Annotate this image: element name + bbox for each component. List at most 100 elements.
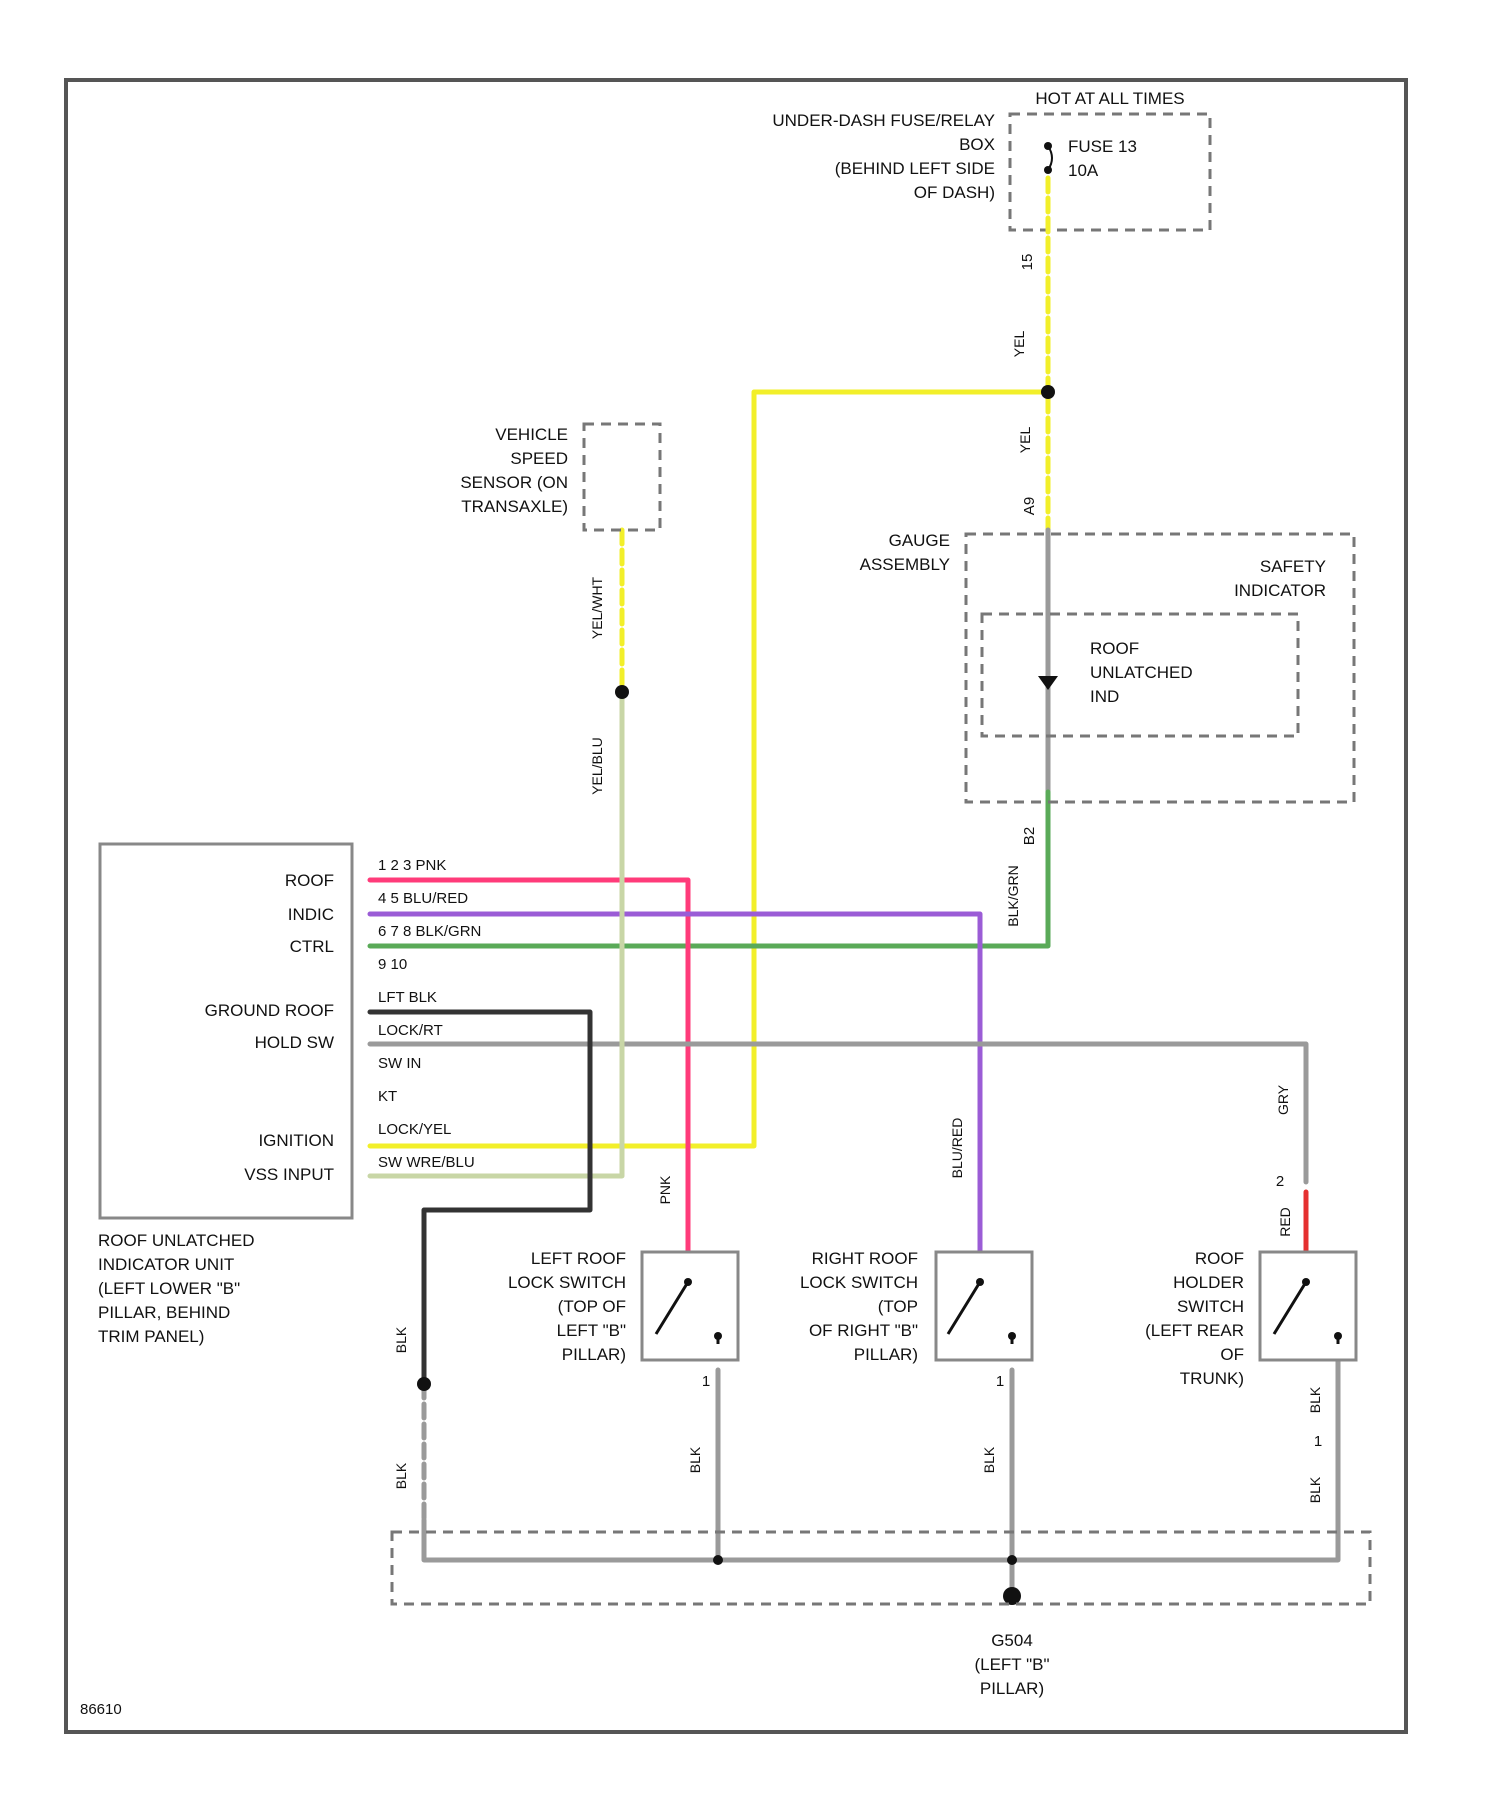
roof-holder-switch: ROOF HOLDER SWITCH (LEFT REAR OF TRUNK) … — [1145, 1084, 1356, 1450]
unit-pin-label: SW IN — [378, 1055, 421, 1072]
vss-outline — [584, 424, 660, 530]
gauge-name-line1: GAUGE — [889, 531, 950, 550]
vss-name-line4: TRANSAXLE) — [461, 497, 568, 516]
unit-left-label: INDIC — [288, 905, 334, 924]
fuse-box-name-line1: UNDER-DASH FUSE/RELAY — [772, 111, 995, 130]
left-switch-name-line4: LEFT "B" — [557, 1321, 626, 1340]
unit-pin-label: 9 10 — [378, 956, 407, 973]
splice-ground-left — [713, 1555, 723, 1565]
indicator-lamp-symbol — [1038, 676, 1058, 690]
gauge-wire-out-label: BLK/GRN — [1005, 865, 1021, 926]
vss-name-line3: SENSOR (ON — [460, 473, 568, 492]
unit-pin-label: 6 7 8 BLK/GRN — [378, 923, 481, 940]
holder-switch-outline — [1260, 1252, 1356, 1360]
holder-switch-terminal-a — [1302, 1278, 1310, 1286]
roof-ind-line2: UNLATCHED — [1090, 663, 1193, 682]
holder-switch-pin-in: 2 — [1276, 1173, 1284, 1190]
unit-left-label: ROOF — [285, 871, 334, 890]
right-switch-wire-out-label: BLK — [981, 1446, 997, 1473]
unit-caption-line1: ROOF UNLATCHED — [98, 1231, 254, 1250]
fuse-box-name-line3: (BEHIND LEFT SIDE — [835, 159, 995, 178]
left-switch-terminal-a — [684, 1278, 692, 1286]
fuse-box-name-line2: BOX — [959, 135, 995, 154]
fuse-box-name-line4: OF DASH) — [914, 183, 995, 202]
right-switch-name-line5: PILLAR) — [854, 1345, 918, 1364]
ground-name-line1: G504 — [991, 1631, 1033, 1650]
fuse-box-wire-label: YEL — [1011, 331, 1027, 358]
vss-name-line2: SPEED — [510, 449, 568, 468]
hot-at-all-times-label: HOT AT ALL TIMES — [1035, 89, 1184, 108]
unit-left-label: GROUND ROOF — [205, 1001, 334, 1020]
splice-yellow — [1041, 385, 1055, 399]
left-switch-name-line1: LEFT ROOF — [531, 1249, 626, 1268]
unit-left-label: CTRL — [290, 937, 334, 956]
unit-pin-label: LFT BLK — [378, 989, 437, 1006]
holder-switch-upper-wire-label: GRY — [1275, 1084, 1291, 1115]
unit-left-label: HOLD SW — [255, 1033, 334, 1052]
right-switch-pin-out: 1 — [996, 1373, 1004, 1390]
ground-name-line2: (LEFT "B" — [974, 1655, 1049, 1674]
right-switch-wire-in-label: BLU/RED — [949, 1118, 965, 1179]
holder-switch-name-line6: TRUNK) — [1180, 1369, 1244, 1388]
splice-ground-center — [1007, 1555, 1017, 1565]
holder-switch-wire-in-label: RED — [1277, 1207, 1293, 1237]
unit-outline — [100, 844, 352, 1218]
left-switch-name-line2: LOCK SWITCH — [508, 1273, 626, 1292]
safety-indicator-line1: SAFETY — [1260, 557, 1326, 576]
left-switch-terminal-b — [714, 1332, 722, 1340]
unit-pin-label: SW WRE/BLU — [378, 1154, 475, 1171]
left-roof-lock-switch: LEFT ROOF LOCK SWITCH (TOP OF LEFT "B" P… — [508, 1175, 738, 1473]
fuse-relay-box: HOT AT ALL TIMES UNDER-DASH FUSE/RELAY B… — [772, 89, 1210, 357]
left-switch-wire-in-label: PNK — [657, 1175, 673, 1204]
gauge-wire-in-label: YEL — [1017, 427, 1033, 454]
holder-switch-wire-out-label: BLK — [1307, 1386, 1323, 1413]
unit-left-label: VSS INPUT — [244, 1165, 334, 1184]
right-switch-outline — [936, 1252, 1032, 1360]
right-switch-terminal-b — [1008, 1332, 1016, 1340]
unit-pin-label: KT — [378, 1088, 397, 1105]
wire-purple-indic-to-right-switch — [370, 914, 980, 1252]
fuse-box-outline — [1010, 114, 1210, 230]
holder-switch-name-line3: SWITCH — [1177, 1297, 1244, 1316]
splice-vss — [615, 685, 629, 699]
ground-point — [1003, 1587, 1021, 1605]
right-switch-name-line2: LOCK SWITCH — [800, 1273, 918, 1292]
gauge-pin-bottom: B2 — [1021, 827, 1038, 845]
holder-switch-pin-out: 1 — [1314, 1433, 1322, 1450]
vss-name-line1: VEHICLE — [495, 425, 568, 444]
ground-name-line3: PILLAR) — [980, 1679, 1044, 1698]
splice-black-ground — [417, 1377, 431, 1391]
wire-gray-hold-sw-to-holder — [370, 1044, 1306, 1182]
unit-pin-label: LOCK/YEL — [378, 1121, 451, 1138]
holder-switch-name-line4: (LEFT REAR — [1145, 1321, 1244, 1340]
holder-switch-terminal-b — [1334, 1332, 1342, 1340]
left-switch-wire-out-label: BLK — [687, 1446, 703, 1473]
fuse-label: FUSE 13 — [1068, 137, 1137, 156]
gauge-pin-top: A9 — [1021, 497, 1038, 515]
unit-caption-line2: INDICATOR UNIT — [98, 1255, 234, 1274]
fuse-terminal-bottom — [1044, 166, 1052, 174]
gauge-assembly: GAUGE ASSEMBLY SAFETY INDICATOR ROOF UNL… — [860, 427, 1354, 927]
unit-caption-line3: (LEFT LOWER "B" — [98, 1279, 240, 1298]
diagram-id: 86610 — [80, 1701, 122, 1718]
right-switch-terminal-a — [976, 1278, 984, 1286]
fuse-rating: 10A — [1068, 161, 1099, 180]
ground-bus-outline — [392, 1532, 1370, 1604]
holder-switch-name-line1: ROOF — [1195, 1249, 1244, 1268]
unit-caption-line4: PILLAR, BEHIND — [98, 1303, 230, 1322]
safety-indicator-line2: INDICATOR — [1234, 581, 1326, 600]
holder-switch-name-line5: OF — [1220, 1345, 1244, 1364]
ground-wire-left2-label: BLK — [393, 1462, 409, 1489]
ground-wire-left-label: BLK — [393, 1326, 409, 1353]
right-switch-name-line4: OF RIGHT "B" — [809, 1321, 918, 1340]
unit-pin-label: 1 2 3 PNK — [378, 857, 446, 874]
fuse-box-pin: 15 — [1019, 254, 1036, 271]
unit-caption-line5: TRIM PANEL) — [98, 1327, 204, 1346]
unit-pin-label: LOCK/RT — [378, 1022, 443, 1039]
left-switch-pin-out: 1 — [702, 1373, 710, 1390]
left-switch-name-line5: PILLAR) — [562, 1345, 626, 1364]
holder-switch-name-line2: HOLDER — [1173, 1273, 1244, 1292]
vss-wire-upper-label: YEL/WHT — [589, 576, 605, 639]
unit-pin-label: 4 5 BLU/RED — [378, 890, 468, 907]
